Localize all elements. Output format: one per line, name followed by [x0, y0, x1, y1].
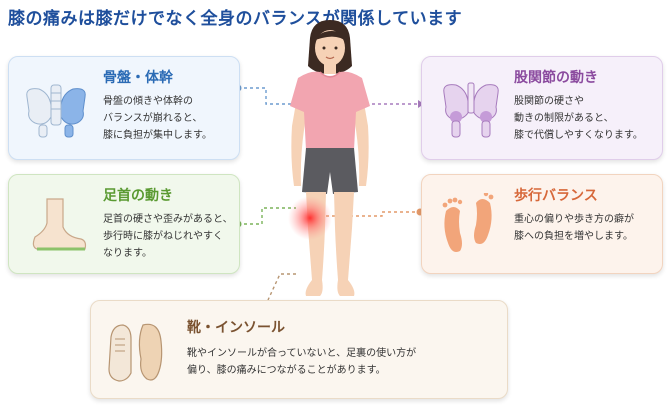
card-body: 足首の硬さや歪みがあると、 歩行時に膝がねじれやすく なります。	[103, 214, 233, 259]
card-hip-joint: 股関節の動き 股関節の硬さや 動きの制限があると、 膝で代償しやすくなります。	[421, 56, 663, 160]
card-title: 歩行バランス	[514, 188, 598, 204]
footprints-icon	[442, 193, 494, 252]
card-body: 股関節の硬さや 動きの制限があると、 膝で代償しやすくなります。	[514, 96, 643, 141]
knee-pain-highlight	[288, 196, 332, 240]
standing-woman-illustration	[288, 20, 370, 296]
pelvis-bone-icon	[26, 84, 86, 138]
shoe-insole-icon	[108, 323, 163, 382]
card-body: 重心の偏りや歩き方の癖が 膝への負担を増やします。	[514, 214, 634, 242]
card-title: 股関節の動き	[514, 70, 598, 86]
card-ankle: 足首の動き 足首の硬さや歪みがあると、 歩行時に膝がねじれやすく なります。	[8, 174, 240, 274]
card-title: 靴・インソール	[187, 320, 285, 336]
card-gait-balance: 歩行バランス 重心の偏りや歩き方の癖が 膝への負担を増やします。	[421, 174, 663, 274]
card-body: 骨盤の傾きや体幹の バランスが崩れると、 膝に負担が集中します。	[103, 96, 212, 141]
card-title: 骨盤・体幹	[103, 70, 173, 86]
card-body: 靴やインソールが合っていないと、足裏の使い方が 偏り、膝の痛みにつながることがあ…	[187, 348, 417, 376]
page-title: 膝の痛みは膝だけでなく全身のバランスが関係しています	[8, 9, 463, 29]
card-shoes-insole: 靴・インソール 靴やインソールが合っていないと、足裏の使い方が 偏り、膝の痛みに…	[90, 300, 508, 399]
card-pelvis-trunk: 骨盤・体幹 骨盤の傾きや体幹の バランスが崩れると、 膝に負担が集中します。	[8, 56, 240, 160]
ankle-foot-icon	[32, 198, 87, 251]
card-title: 足首の動き	[103, 188, 173, 204]
hip-joint-icon	[443, 82, 499, 138]
